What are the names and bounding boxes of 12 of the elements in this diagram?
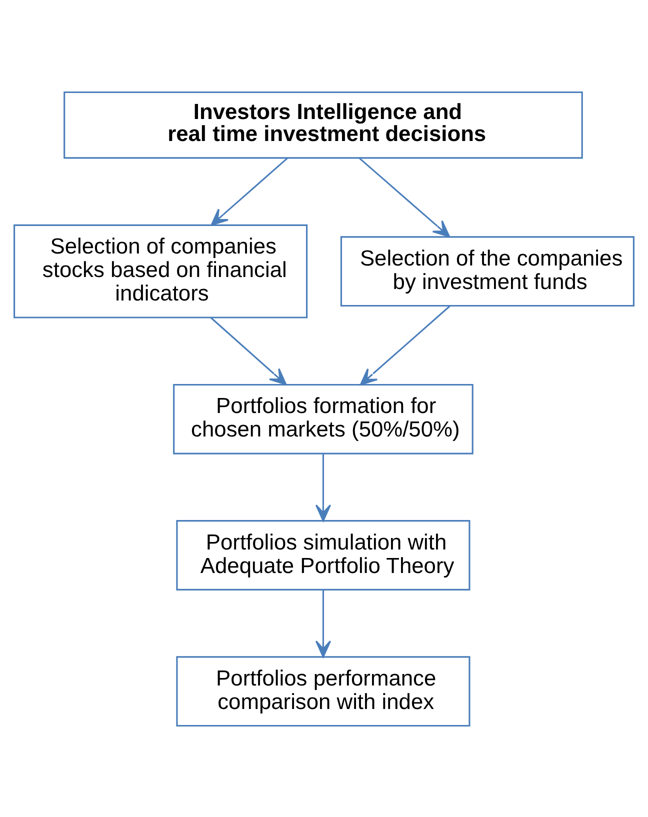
arrow (360, 305, 450, 385)
node-box: Portfolios formation for chosen markets (50%/50%) (173, 383, 474, 454)
arrow (315, 589, 332, 658)
arrow (358, 156, 450, 237)
node-box: Portfolios performance comparison with index (176, 656, 470, 726)
arrow (210, 156, 288, 226)
node-box: Investors Intelligence and real time investment decisions (64, 90, 583, 158)
arrow (210, 316, 287, 385)
node-box: Selection of the companies by investment funds (340, 236, 634, 306)
node-box: Selection of companies stocks based on financial indicators (14, 224, 308, 318)
node-box: Portfolios simulation with Adequate Portfolio Theory (176, 520, 470, 590)
arrow (315, 453, 332, 522)
